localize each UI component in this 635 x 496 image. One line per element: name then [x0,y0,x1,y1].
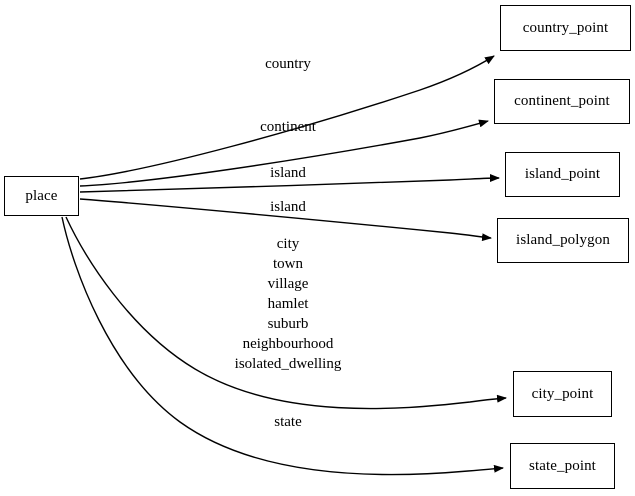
edge-place-to-island-polygon [79,198,492,242]
edge-label-continent: continent [260,119,316,135]
edge-place-to-city-point [65,216,507,410]
node-state-point[interactable]: state_point [510,443,615,489]
edge-place-to-island-point [79,174,500,193]
node-island-point[interactable]: island_point [505,152,620,197]
edge-label-city-group: city town village hamlet suburb neighbou… [234,236,342,372]
edge-place-to-country-point [79,55,495,180]
edge-label-island-point: island [270,165,306,181]
edge-place-to-continent-point [79,119,489,187]
edge-place-to-state-point [61,216,504,476]
node-place[interactable]: place [4,176,79,216]
node-city-point[interactable]: city_point [513,371,612,417]
edge-label-state: state [274,414,302,430]
edge-label-country: country [265,56,311,72]
node-continent-point[interactable]: continent_point [494,79,630,124]
node-island-polygon[interactable]: island_polygon [497,218,629,263]
edge-label-island-polygon: island [270,199,306,215]
node-country-point[interactable]: country_point [500,5,631,51]
